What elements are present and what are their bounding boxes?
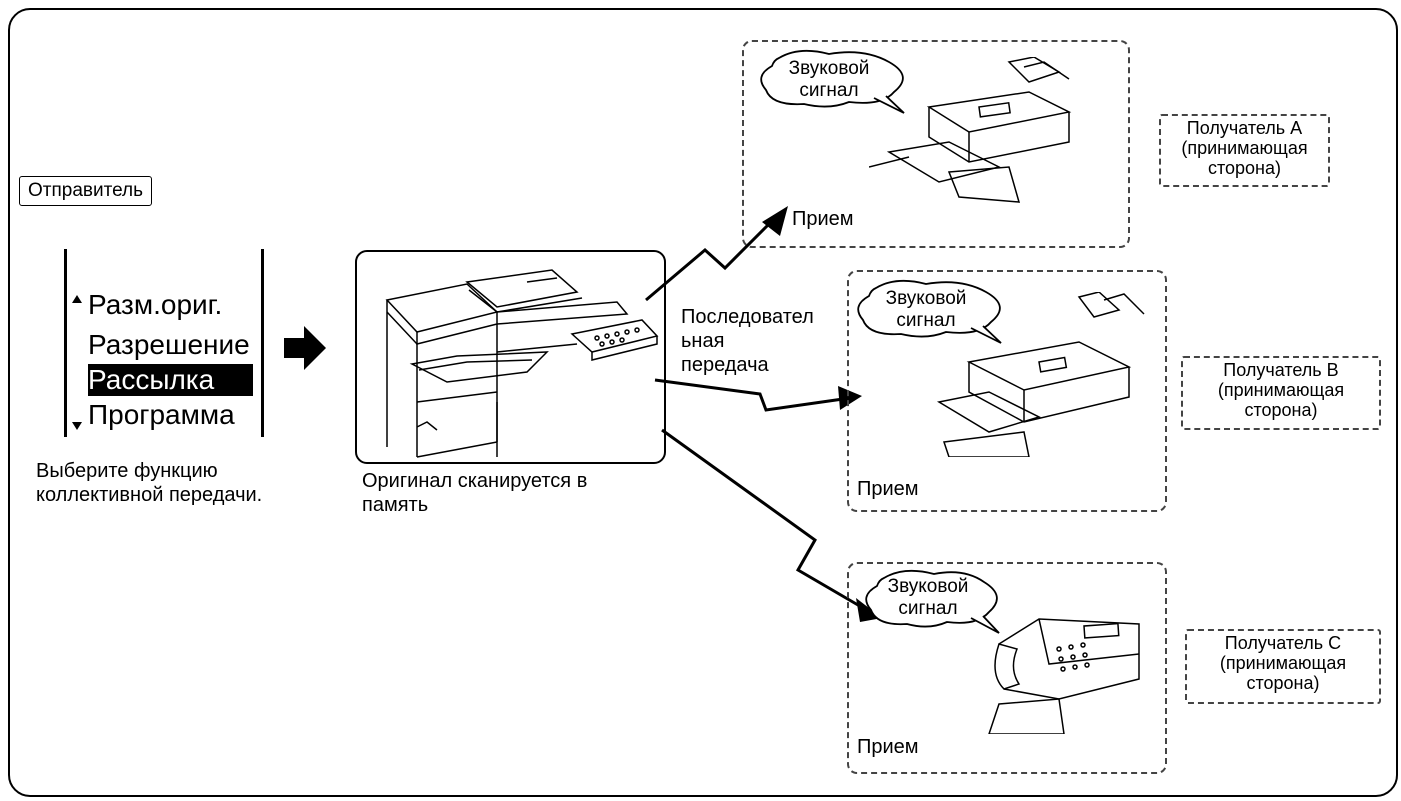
receiver-a-name-box: Получатель А (принимающая сторона) [1159, 114, 1330, 187]
sender-label: Отправитель [19, 176, 153, 206]
bubble-a-line-2: сигнал [799, 80, 859, 101]
scanner-box [355, 250, 666, 464]
arrow-to-receiver-b [654, 378, 851, 412]
speech-bubble-b [857, 279, 1002, 344]
speech-bubble-c [865, 569, 1000, 634]
menu-item-size: Разм.ориг. [88, 289, 223, 320]
menu-caption-1: Выберите функцию [36, 460, 218, 482]
receiver-a-box: Звуковой сигнал Прием [742, 40, 1130, 248]
speech-bubble-a [760, 49, 905, 114]
receive-label-b: Прием [857, 478, 919, 500]
transmission-line-2: ьная [681, 330, 725, 352]
receiver-b-box: Звуковой сигнал Прием [847, 270, 1167, 512]
receiver-c-side-2: сторона) [1246, 673, 1320, 693]
bubble-c-line-1: Звуковой [887, 576, 969, 597]
receiver-a-name: Получатель А [1186, 118, 1303, 138]
receiver-c-box: Звуковой сигнал Прием [847, 562, 1167, 774]
fax-machine-a-icon [869, 57, 1072, 203]
receive-label-a: Прием [792, 208, 854, 230]
receiver-c-name: Получатель С [1224, 633, 1342, 653]
fax-phone-c-icon [988, 618, 1140, 734]
scanner-caption-1: Оригинал сканируется в [362, 470, 588, 492]
receiver-a-side-2: сторона) [1207, 158, 1282, 178]
menu-item-program: Программа [88, 399, 235, 430]
menu-item-broadcast: Рассылка [88, 364, 253, 396]
bubble-b-line-2: сигнал [896, 310, 956, 331]
transmission-line-1: Последовател [681, 306, 814, 328]
bubble-c-line-2: сигнал [898, 598, 958, 619]
receive-label-c: Прием [857, 736, 919, 758]
lcd-menu: Разм.ориг. Разрешение Рассылка Программа [64, 249, 264, 437]
scroll-up-icon [72, 295, 82, 303]
menu-caption-2: коллективной передачи. [36, 484, 263, 506]
arrow-to-receiver-c [661, 428, 871, 614]
receiver-b-name: Получатель В [1223, 360, 1339, 380]
bubble-a-line-1: Звуковой [788, 58, 870, 79]
receiver-b-side-1: (принимающая [1217, 380, 1345, 400]
scanner-caption-2: память [362, 494, 429, 516]
receiver-b-name-box: Получатель В (принимающая сторона) [1181, 356, 1381, 430]
receiver-b-side-2: сторона) [1244, 400, 1318, 420]
receiver-c-side-1: (принимающая [1219, 653, 1347, 673]
menu-item-resolution: Разрешение [88, 329, 250, 360]
bubble-b-line-1: Звуковой [885, 288, 967, 309]
right-arrow-icon [284, 326, 326, 370]
fax-machine-b-icon [936, 292, 1145, 457]
mfp-printer-icon [385, 269, 659, 458]
diagram-frame [8, 8, 1398, 797]
receiver-a-side-1: (принимающая [1181, 138, 1308, 158]
scroll-down-icon [72, 422, 82, 430]
transmission-line-3: передача [681, 354, 769, 376]
receiver-c-name-box: Получатель С (принимающая сторона) [1185, 629, 1381, 704]
